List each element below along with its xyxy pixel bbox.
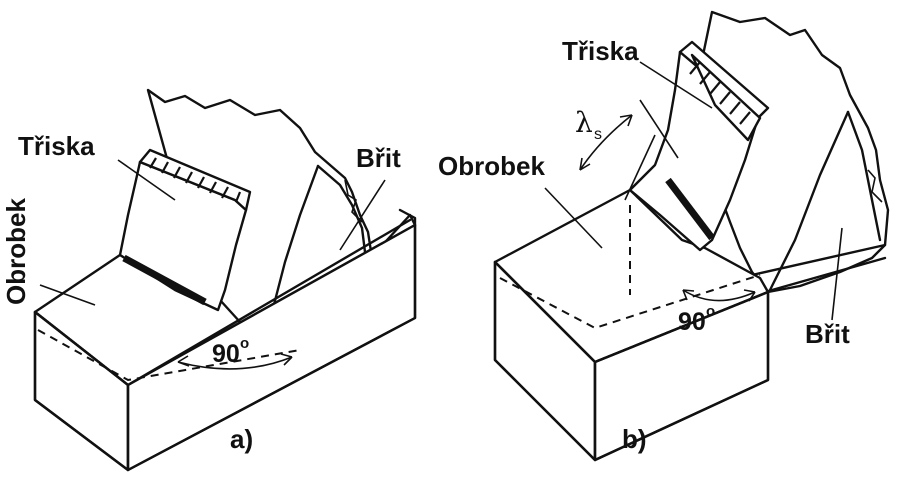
angle-arc-b <box>682 289 756 302</box>
tool-b-base <box>750 243 887 294</box>
workpiece-b-outline <box>493 260 770 462</box>
tool-a-edge-line <box>268 164 320 322</box>
inclination-symbol: λ <box>575 106 593 139</box>
inclination-line-2 <box>624 134 656 201</box>
leader-b-workpiece <box>544 187 603 249</box>
cut-plane-a <box>37 329 301 382</box>
leader-b-edge <box>831 227 843 321</box>
label-a-chip: Třiska <box>18 131 95 161</box>
cutting-edge-a <box>122 254 207 306</box>
label-b-edge: Břit <box>805 319 850 349</box>
tool-a-rough <box>344 179 363 223</box>
tool-b-rough <box>867 169 883 203</box>
inclination-arrow-1 <box>579 157 591 171</box>
inclination-subscript: s <box>594 126 602 143</box>
workpiece-a-outline <box>33 208 417 472</box>
caption-a: a) <box>230 424 253 454</box>
tool-a-face-line <box>316 164 368 262</box>
inclination-line-1 <box>639 99 679 159</box>
cutting-edge-b <box>665 177 715 241</box>
angle-arrow-a1 <box>177 355 190 367</box>
angle-a-unit: o <box>240 335 249 352</box>
inclination-arc <box>579 114 633 171</box>
leader-a-workpiece <box>39 284 96 306</box>
caption-b: b) <box>622 424 647 454</box>
leader-b-chip <box>639 61 713 109</box>
tool-b-edge-line <box>768 110 850 292</box>
angle-arrow-b2 <box>743 289 756 302</box>
label-b-workpiece: Obrobek <box>438 151 545 181</box>
leader-a-chip <box>117 159 176 201</box>
angle-b-value: 90 <box>678 308 706 336</box>
label-b-chip: Třiska <box>562 36 639 66</box>
angle-arc-a <box>177 356 293 370</box>
angle-arrow-a2 <box>280 353 293 366</box>
label-a-workpiece: Obrobek <box>1 198 31 305</box>
chip-a-hatch <box>149 157 242 203</box>
chip-b-hatch <box>689 61 751 125</box>
angle-a-value: 90 <box>212 340 240 368</box>
cut-plane-b <box>499 274 761 330</box>
label-a-edge: Břit <box>356 143 401 173</box>
figure-a: Třiska Břit Obrobek 90 o a) <box>1 88 417 472</box>
inclination-arrow-2 <box>619 114 633 127</box>
angle-arrow-b1 <box>682 289 695 301</box>
tool-b-face-line <box>846 110 882 242</box>
angle-b-unit: o <box>706 303 715 320</box>
leader-a-edge <box>339 179 386 251</box>
figure-b: Třiska Obrobek Břit λ s 90 o b) <box>438 10 890 462</box>
